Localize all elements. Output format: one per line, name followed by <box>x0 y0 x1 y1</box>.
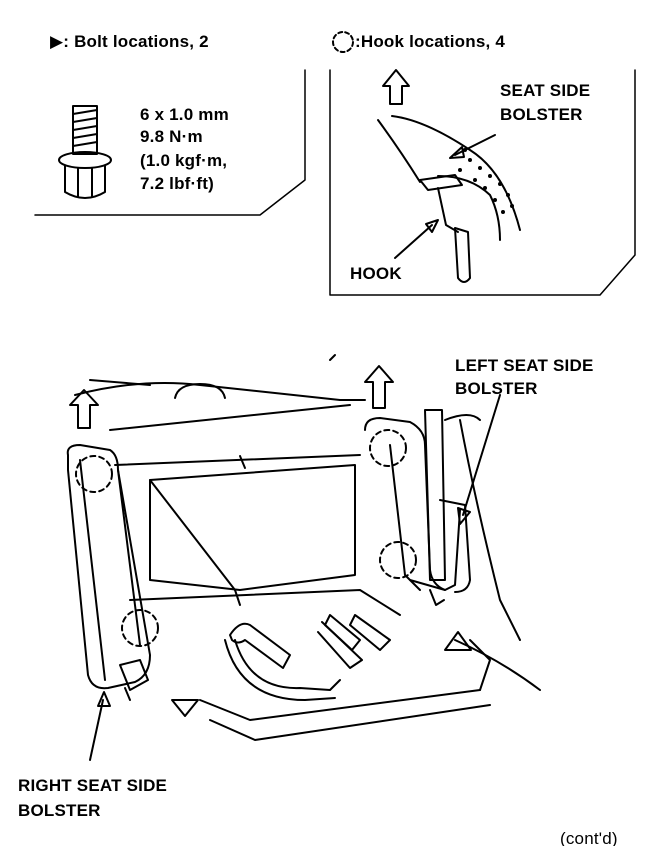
bolt-icon <box>58 105 112 199</box>
left-bolster-up-arrow-icon <box>364 365 394 409</box>
right-bolster-up-arrow-icon <box>69 389 99 429</box>
hook-legend-text: :Hook locations, 4 <box>355 32 506 51</box>
hook-detail-drawing <box>377 69 521 283</box>
bolt-spec-line-4: 7.2 lbf·ft) <box>140 174 214 193</box>
right-seat-side-bolster-label-1: RIGHT SEAT SIDE <box>18 776 168 795</box>
right-bolt-triangle-icon <box>171 699 199 717</box>
bolt-legend: ▶: Bolt locations, 2 <box>50 31 209 52</box>
seat-side-bolster-label-2: BOLSTER <box>500 105 583 124</box>
rear-seat-area-drawing <box>66 354 541 761</box>
right-seat-side-bolster-label-2: BOLSTER <box>18 801 101 820</box>
bolt-triangle-icon: ▶ <box>50 32 64 51</box>
bolt-inset-frame <box>34 69 306 216</box>
bolt-legend-text: : Bolt locations, 2 <box>63 32 209 51</box>
bolt-spec-line-3: (1.0 kgf·m, <box>140 151 228 170</box>
hook-label: HOOK <box>350 264 402 283</box>
seat-side-bolster-label-1: SEAT SIDE <box>500 81 591 100</box>
removal-up-arrow-icon <box>382 69 410 105</box>
left-bolt-triangle-icon <box>444 631 472 651</box>
bolt-spec-line-2: 9.8 N·m <box>140 127 203 146</box>
left-seat-side-bolster-label-1: LEFT SEAT SIDE <box>455 356 594 375</box>
continued-label: (cont'd) <box>560 829 618 846</box>
left-seat-side-bolster-label-2: BOLSTER <box>455 379 538 398</box>
bolt-spec-line-1: 6 x 1.0 mm <box>140 105 229 124</box>
hook-inset-frame <box>329 69 636 296</box>
hook-legend-circle-icon <box>332 31 354 53</box>
